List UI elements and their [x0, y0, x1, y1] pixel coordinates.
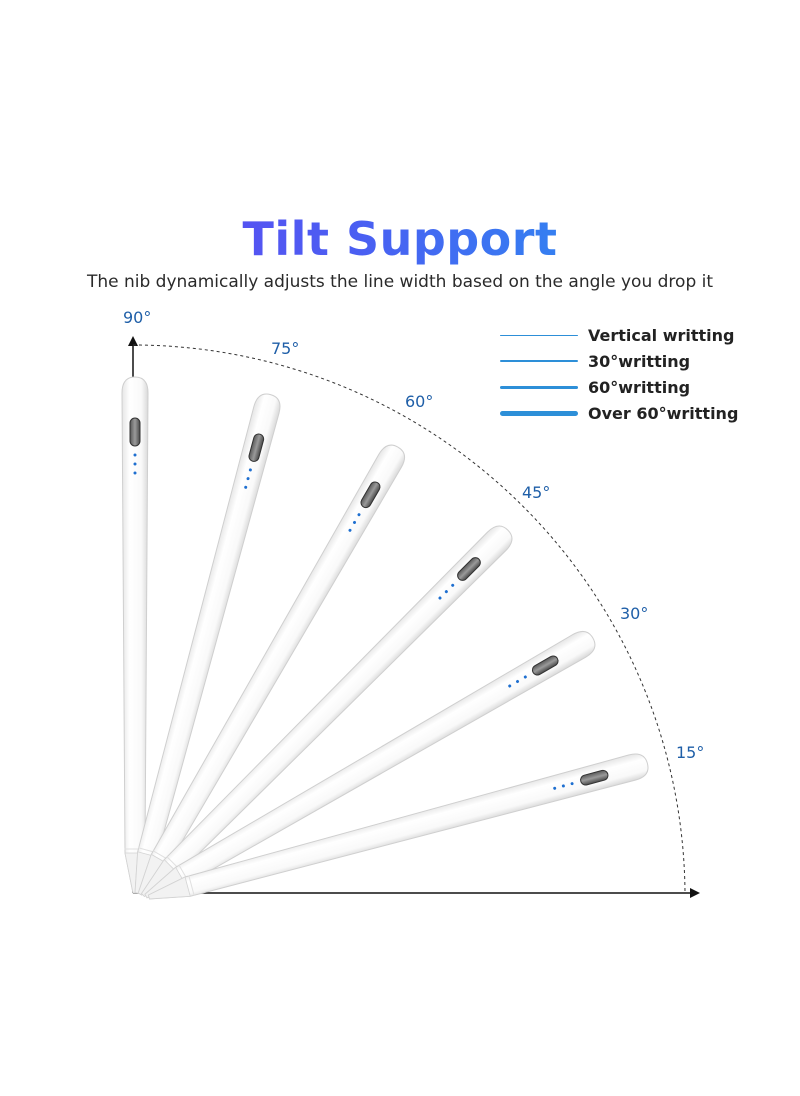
legend-line-thickest — [500, 410, 578, 416]
legend-30: 30°writting — [500, 351, 760, 371]
legend-60: 60°writting — [500, 377, 760, 397]
legend-vertical: Vertical writting — [500, 325, 760, 345]
angle-label-90: 90° — [123, 308, 152, 327]
angle-label-15: 15° — [676, 743, 705, 762]
stylus-pen-90 — [121, 376, 149, 894]
page-title: Tilt Support — [0, 212, 800, 266]
angle-label-30: 30° — [620, 604, 649, 623]
legend-label: Vertical writting — [588, 325, 735, 345]
page-subtitle: The nib dynamically adjusts the line wid… — [86, 272, 714, 292]
legend-label: 30°writting — [588, 351, 691, 371]
angle-label-60: 60° — [405, 392, 434, 411]
legend-line-thin — [500, 334, 578, 336]
legend-over-60: Over 60°writting — [500, 403, 760, 423]
angle-label-75: 75° — [271, 339, 300, 358]
legend-label: 60°writting — [588, 377, 691, 397]
angle-label-45: 45° — [522, 483, 551, 502]
legend-line-thick — [500, 385, 578, 389]
legend-line-medium — [500, 360, 578, 362]
legend-label: Over 60°writting — [588, 403, 739, 423]
